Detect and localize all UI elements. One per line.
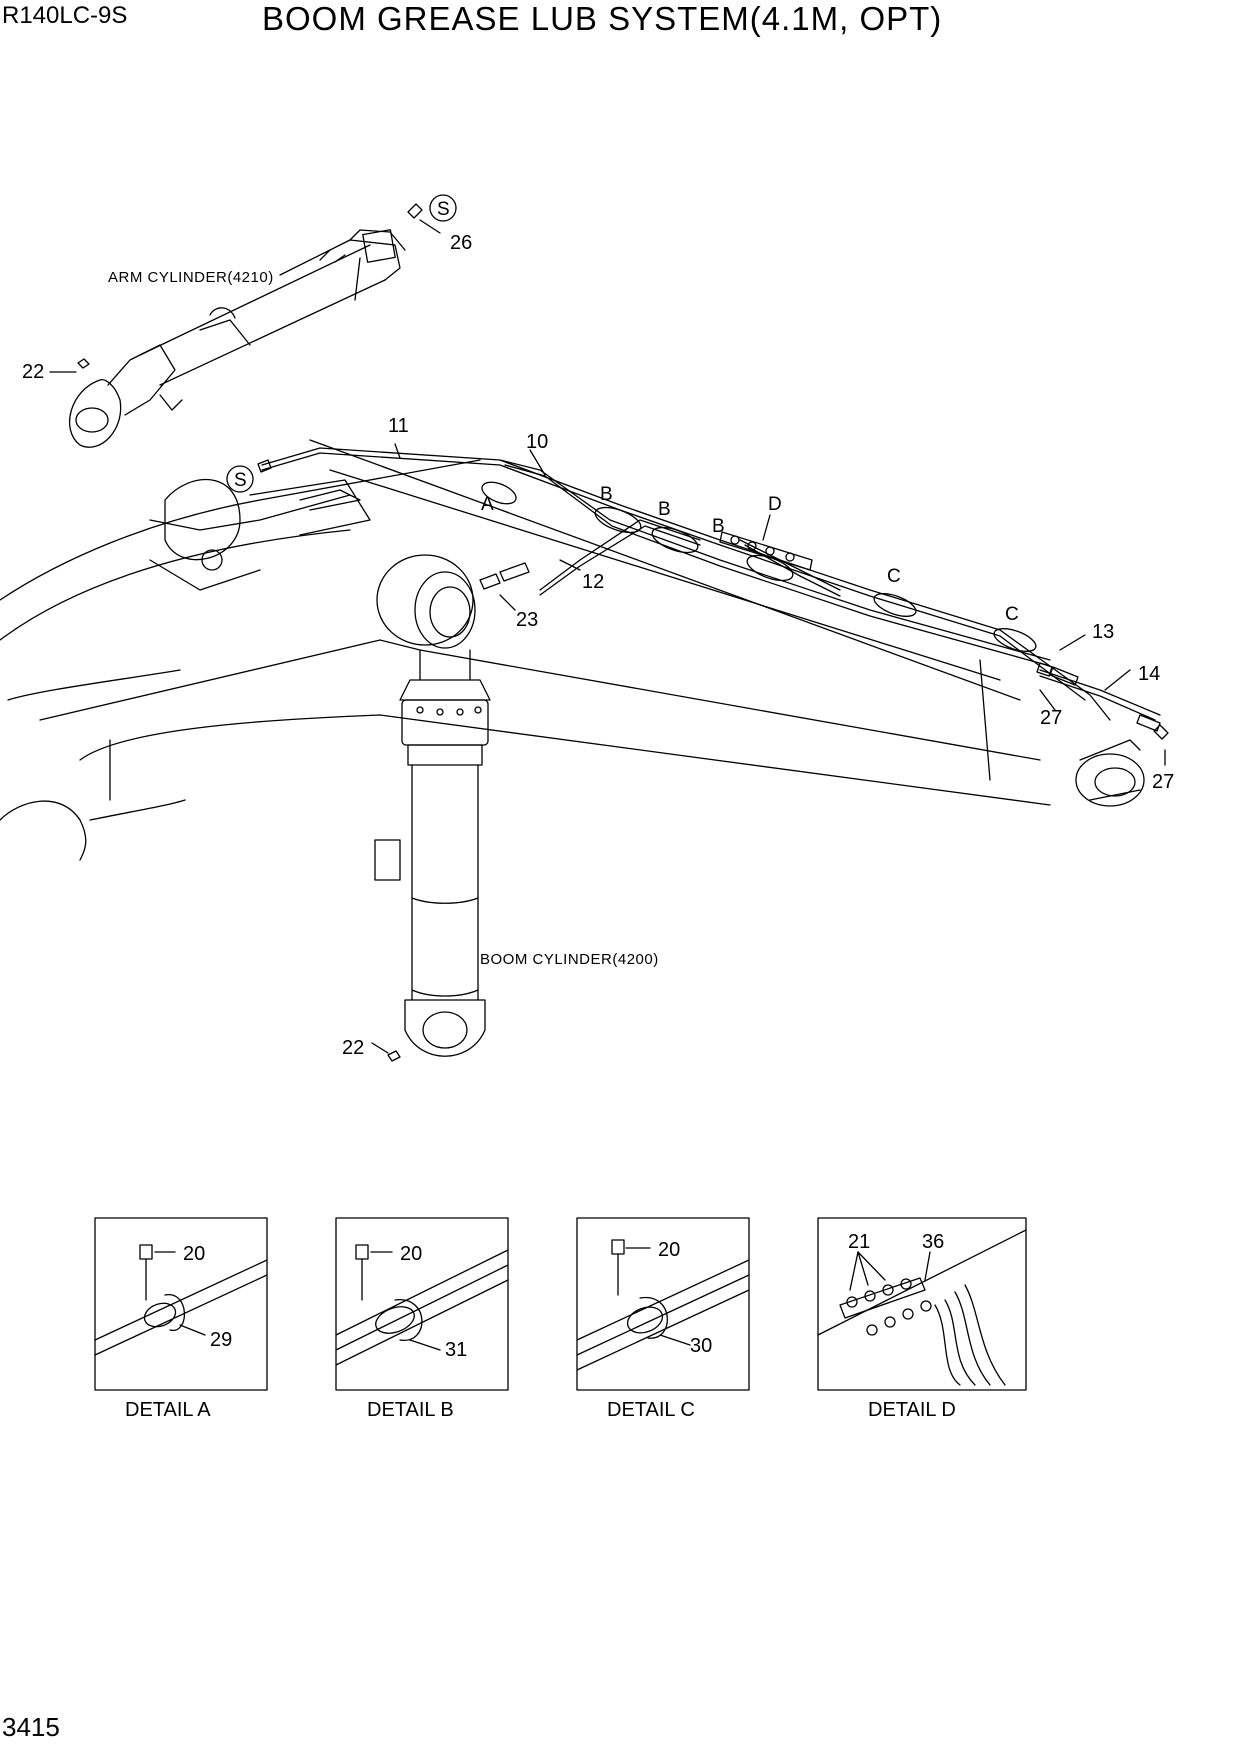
arm-cylinder: [69, 229, 406, 448]
callout-13: 13: [1092, 621, 1114, 643]
detail-b-clip-callout: 31: [445, 1339, 467, 1361]
boom-cylinder: [374, 554, 491, 1057]
detail-a-bolt-callout: 20: [183, 1243, 205, 1265]
detail-b-label: DETAIL B: [367, 1399, 454, 1421]
detail-c-drawing: [576, 1217, 750, 1391]
callout-22-boom: 22: [342, 1037, 364, 1059]
detail-a-clip-callout: 29: [210, 1329, 232, 1351]
boom-cylinder-label: BOOM CYLINDER(4200): [480, 951, 659, 968]
callout-14: 14: [1138, 663, 1160, 685]
callout-27-a: 27: [1040, 707, 1062, 729]
model-number: R140LC-9S: [2, 2, 128, 29]
grease-lines: [261, 447, 1161, 721]
callout-26: 26: [450, 232, 472, 254]
detail-d-drawing: [817, 1217, 1027, 1391]
marker-s-boom: S: [234, 470, 247, 491]
marker-a: A: [481, 494, 494, 515]
detail-d-fittings-callout: 21: [848, 1231, 870, 1253]
marker-c-1: C: [887, 566, 901, 587]
callout-23: 23: [516, 609, 538, 631]
detail-c-clip-callout: 30: [690, 1335, 712, 1357]
callout-10: 10: [526, 431, 548, 453]
callout-27-b: 27: [1152, 771, 1174, 793]
detail-a-label: DETAIL A: [125, 1399, 211, 1421]
marker-b-3: B: [712, 516, 725, 537]
detail-c-label: DETAIL C: [607, 1399, 695, 1421]
arm-cylinder-label: ARM CYLINDER(4210): [108, 269, 274, 286]
detail-c-bolt-callout: 20: [658, 1239, 680, 1261]
marker-c-2: C: [1005, 604, 1019, 625]
detail-d-hoses-callout: 36: [922, 1231, 944, 1253]
page-number: 3415: [2, 1712, 60, 1742]
page-title: BOOM GREASE LUB SYSTEM(4.1M, OPT): [262, 0, 943, 37]
marker-s-top: S: [437, 199, 450, 220]
callout-22-arm: 22: [22, 361, 44, 383]
marker-b-1: B: [600, 484, 613, 505]
detail-b-bolt-callout: 20: [400, 1243, 422, 1265]
boom-body: [0, 439, 1145, 861]
detail-a-drawing: [94, 1217, 268, 1391]
marker-d: D: [768, 494, 782, 515]
callout-11: 11: [388, 415, 409, 437]
callout-12: 12: [582, 571, 604, 593]
detail-b-drawing: [335, 1217, 509, 1391]
detail-d-label: DETAIL D: [868, 1399, 956, 1421]
marker-b-2: B: [658, 499, 671, 520]
